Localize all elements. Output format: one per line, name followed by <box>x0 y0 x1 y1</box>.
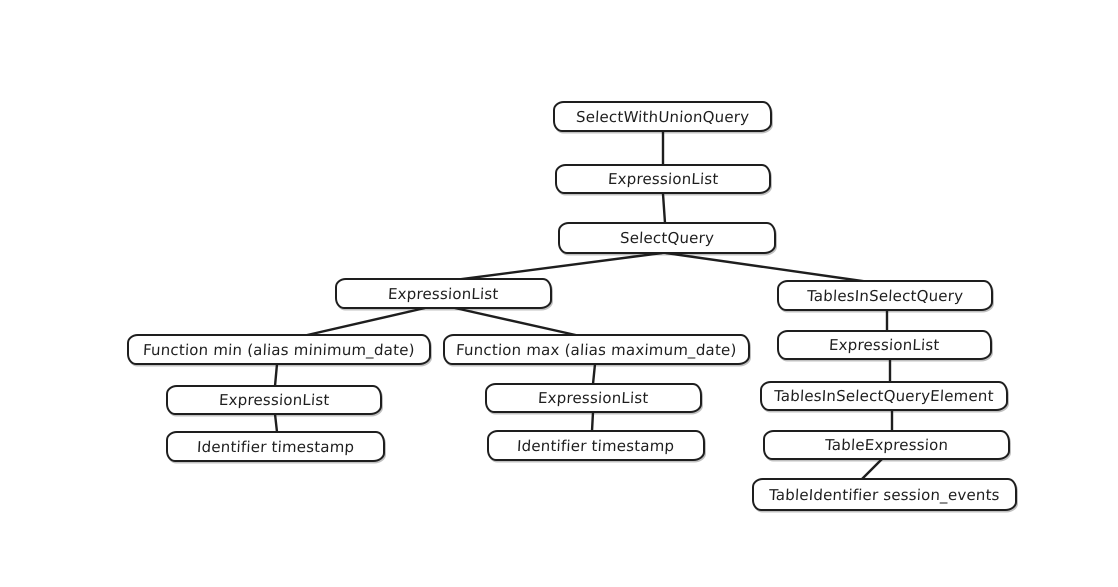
node-function-max-alias-maximum-date: Function max (alias maximum_date) <box>443 334 750 365</box>
node-label: ExpressionList <box>828 336 941 354</box>
node-label: Identifier timestamp <box>196 437 355 456</box>
node-tableexpression: TableExpression <box>763 430 1010 460</box>
node-expressionlist: ExpressionList <box>335 278 552 309</box>
node-label: Function min (alias minimum_date) <box>142 340 416 359</box>
edge-expressionListTop-to-selectQuery <box>661 192 667 225</box>
node-label: ExpressionList <box>537 389 650 407</box>
node-tablesinselectqueryelement: TablesInSelectQueryElement <box>760 381 1008 411</box>
edge-tableExpression-to-tableIdentifier <box>859 457 884 482</box>
node-label: ExpressionList <box>387 284 500 303</box>
node-expressionlist: ExpressionList <box>777 330 992 360</box>
node-label: Function max (alias maximum_date) <box>455 340 738 359</box>
node-label: TableExpression <box>824 436 949 454</box>
node-label: TablesInSelectQuery <box>806 286 964 305</box>
node-identifier-timestamp: Identifier timestamp <box>487 430 705 461</box>
node-label: Identifier timestamp <box>516 436 676 455</box>
node-label: SelectQuery <box>619 229 715 247</box>
edge-expressionListMin-to-identifierTimestampMin <box>273 412 279 434</box>
node-function-min-alias-minimum-date: Function min (alias minimum_date) <box>127 334 431 365</box>
node-tablesinselectquery: TablesInSelectQuery <box>777 280 993 311</box>
node-identifier-timestamp: Identifier timestamp <box>166 431 385 462</box>
edge-expressionListSelect-to-functionMax <box>453 306 582 338</box>
node-label: SelectWithUnionQuery <box>575 107 750 126</box>
node-expressionlist: ExpressionList <box>555 164 771 194</box>
node-label: ExpressionList <box>607 170 719 188</box>
node-label: TablesInSelectQueryElement <box>773 387 995 405</box>
node-selectwithunionquery: SelectWithUnionQuery <box>553 101 772 132</box>
edge-expressionListMax-to-identifierTimestampMax <box>590 410 595 433</box>
edge-functionMax-to-expressionListMax <box>591 362 597 386</box>
edge-functionMin-to-expressionListMin <box>273 362 279 388</box>
node-expressionlist: ExpressionList <box>485 383 702 413</box>
node-label: TableIdentifier session_events <box>768 485 1001 504</box>
node-tableidentifier-session-events: TableIdentifier session_events <box>752 478 1017 511</box>
node-label: ExpressionList <box>218 391 330 409</box>
edge-expressionListSelect-to-functionMin <box>301 306 427 338</box>
edge-selectQuery-to-tablesInSelectQuery <box>664 251 878 285</box>
node-expressionlist: ExpressionList <box>166 385 382 415</box>
node-selectquery: SelectQuery <box>558 222 776 254</box>
edge-selectQuery-to-expressionListSelect <box>453 251 664 282</box>
